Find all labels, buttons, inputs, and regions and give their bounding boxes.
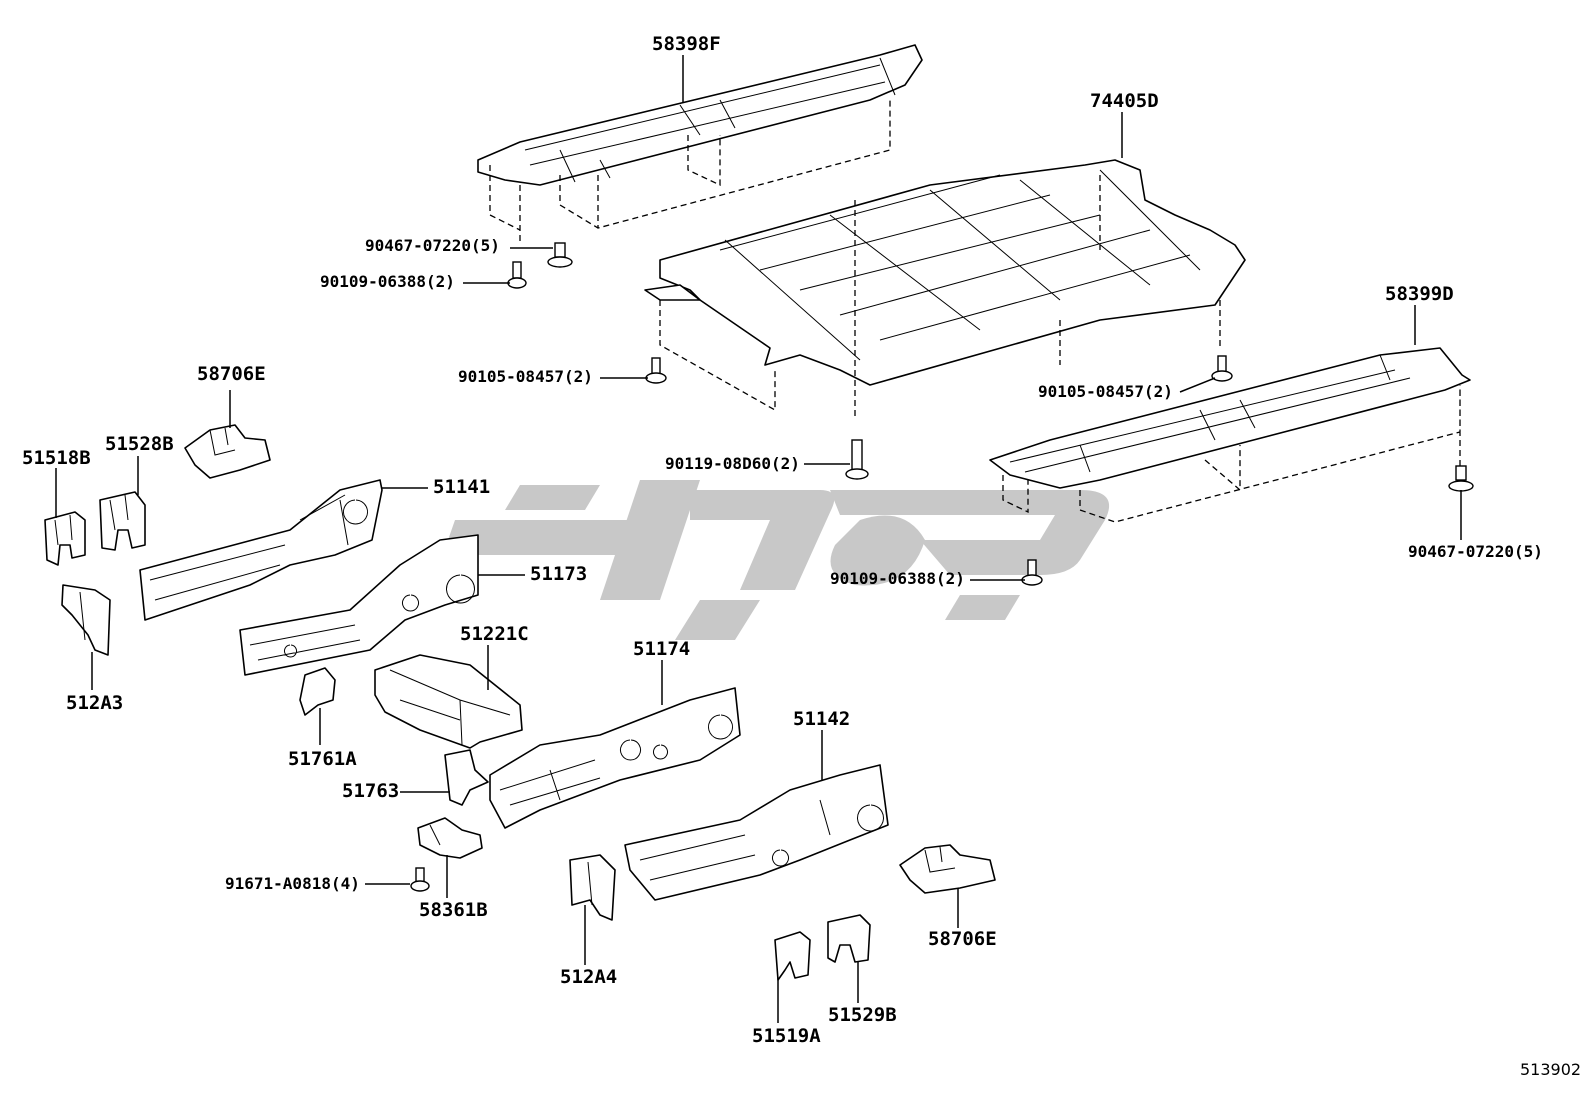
- callout-51221C: 51221C: [460, 623, 529, 645]
- callout-74405D: 74405D: [1090, 90, 1159, 112]
- fastener-90105-right: [1211, 355, 1233, 382]
- part-58706E-lower-drawing: [899, 844, 996, 894]
- callout-51519A: 51519A: [752, 1025, 821, 1047]
- callout-51763: 51763: [342, 780, 400, 802]
- callout-51173: 51173: [530, 563, 588, 585]
- part-512A4-drawing: [569, 854, 616, 921]
- callout-90105-08457-right: 90105-08457(2): [1038, 382, 1173, 401]
- callout-90467-07220-lower: 90467-07220(5): [1408, 542, 1543, 561]
- fastener-90467-upper: [547, 242, 573, 268]
- part-51519A-drawing: [774, 931, 811, 981]
- part-74405D-drawing: [644, 159, 1246, 420]
- callout-51142: 51142: [793, 708, 851, 730]
- fastener-90105-left: [645, 357, 667, 384]
- callout-51518B: 51518B: [22, 447, 91, 469]
- fastener-90109-upper: [507, 261, 527, 289]
- part-58399D-drawing: [989, 347, 1471, 523]
- part-51142-drawing: [624, 764, 889, 901]
- callout-90467-07220-upper: 90467-07220(5): [365, 236, 500, 255]
- part-51528B-drawing: [99, 491, 146, 551]
- part-51141-drawing: [139, 479, 383, 621]
- fastener-90119: [845, 439, 869, 480]
- callout-51141: 51141: [433, 476, 491, 498]
- part-58706E-upper-drawing: [184, 424, 271, 479]
- callout-51174: 51174: [633, 638, 691, 660]
- callout-51528B: 51528B: [105, 433, 174, 455]
- part-51221C-drawing: [374, 654, 523, 749]
- fastener-91671: [410, 867, 430, 892]
- part-512A3-drawing: [61, 584, 111, 656]
- callout-90119-08D60: 90119-08D60(2): [665, 454, 800, 473]
- callout-58398F: 58398F: [652, 33, 721, 55]
- diagram-reference-number: 513902: [1520, 1060, 1582, 1079]
- leader-lines: [55, 55, 1462, 1023]
- callout-51529B: 51529B: [828, 1004, 897, 1026]
- callout-58706E-upper: 58706E: [197, 363, 266, 385]
- callout-512A3: 512A3: [66, 692, 124, 714]
- callout-512A4: 512A4: [560, 966, 618, 988]
- part-51173-drawing: [239, 534, 479, 676]
- part-58361B-drawing: [417, 817, 483, 859]
- part-58398F-drawing: [477, 44, 923, 245]
- callout-91671-A0818: 91671-A0818(4): [225, 874, 360, 893]
- part-51761A-drawing: [299, 667, 336, 716]
- watermark-logo: [445, 480, 1110, 640]
- fastener-90467-lower: [1448, 465, 1474, 492]
- part-51518B-drawing: [44, 511, 86, 566]
- callout-58399D: 58399D: [1385, 283, 1454, 305]
- part-51529B-drawing: [827, 914, 871, 963]
- callout-58361B: 58361B: [419, 899, 488, 921]
- part-51174-drawing: [489, 687, 741, 829]
- callout-51761A: 51761A: [288, 748, 357, 770]
- callout-58706E-lower: 58706E: [928, 928, 997, 950]
- callout-90105-08457-left: 90105-08457(2): [458, 367, 593, 386]
- callout-90109-06388-upper: 90109-06388(2): [320, 272, 455, 291]
- part-51763-drawing: [444, 749, 489, 806]
- callout-90109-06388-lower: 90109-06388(2): [830, 569, 965, 588]
- fastener-90109-lower: [1021, 559, 1043, 586]
